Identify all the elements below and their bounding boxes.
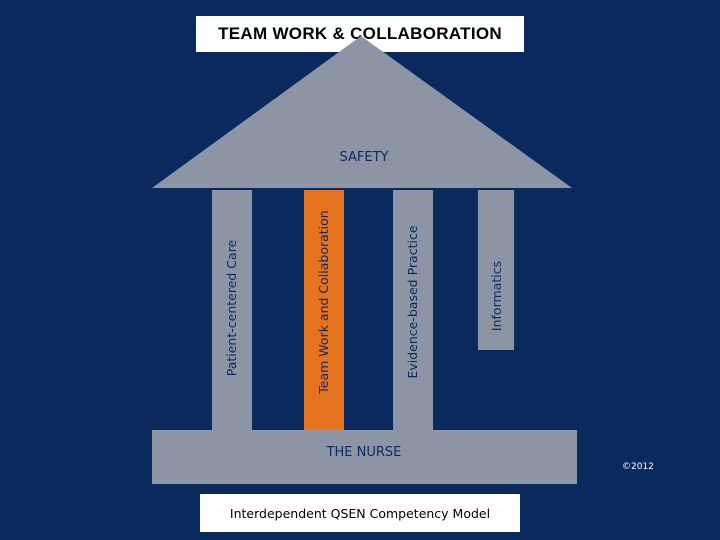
slide-title: TEAM WORK & COLLABORATION	[218, 24, 502, 43]
base-platform	[152, 430, 577, 484]
roof-label-safety: SAFETY	[340, 150, 389, 165]
copyright-text: ©2012	[622, 462, 654, 472]
pillar-label-patient-centered-care: Patient-centered Care	[224, 239, 239, 376]
pillar-label-team-work: Team Work and Collaboration	[316, 210, 331, 394]
pillar-team-work	[304, 190, 344, 430]
pillar-evidence-based-practice	[393, 190, 433, 430]
roof	[152, 36, 572, 188]
footer-model-box: Interdependent QSEN Competency Model	[200, 494, 520, 532]
pillar-label-evidence-based-practice: Evidence-based Practice	[405, 225, 420, 378]
pillar-informatics	[478, 190, 514, 350]
pillar-patient-centered-care	[212, 190, 252, 430]
pillar-label-informatics: Informatics	[489, 261, 504, 331]
footer-model-label: Interdependent QSEN Competency Model	[229, 505, 491, 521]
base-label-the-nurse: THE NURSE	[326, 445, 402, 460]
